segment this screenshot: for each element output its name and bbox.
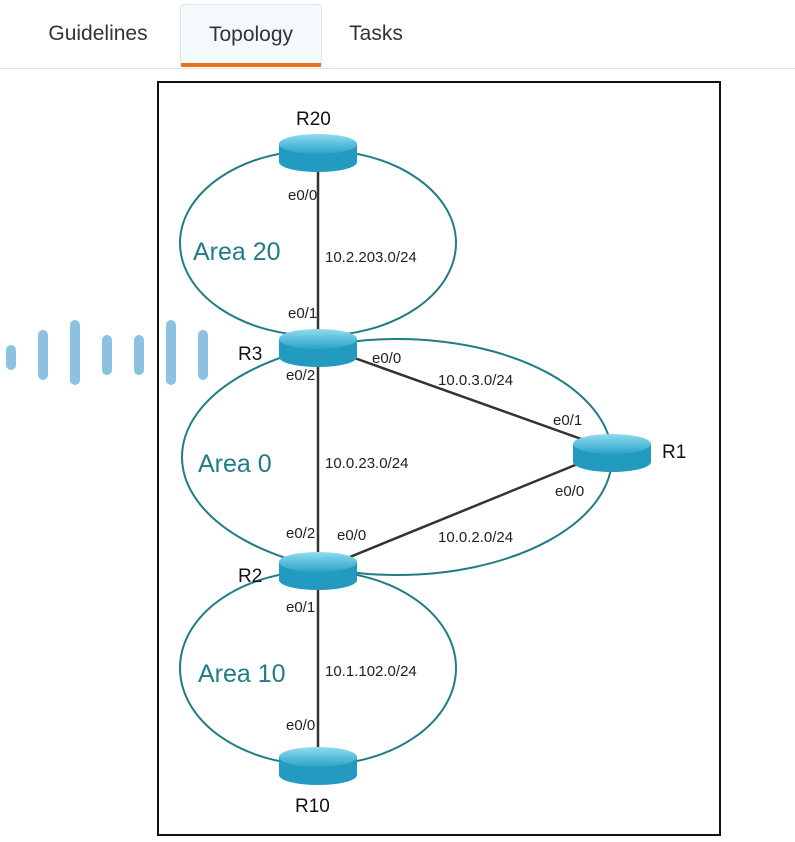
router-r1-label: R1 xyxy=(662,442,686,463)
net-10-0-23: 10.0.23.0/24 xyxy=(325,455,408,472)
r3-e0-2: e0/2 xyxy=(286,367,315,384)
tab-tasks[interactable]: Tasks xyxy=(349,22,403,45)
r20-e0-0: e0/0 xyxy=(288,187,317,204)
r2-e0-1: e0/1 xyxy=(286,599,315,616)
r1-e0-1: e0/1 xyxy=(553,412,582,429)
router-r2-label: R2 xyxy=(238,566,262,587)
router-r3-icon[interactable] xyxy=(279,329,357,367)
net-10-0-2: 10.0.2.0/24 xyxy=(438,529,513,546)
router-r10-label: R10 xyxy=(295,796,330,817)
tab-topology[interactable]: Topology xyxy=(180,4,322,67)
area-0-label: Area 0 xyxy=(198,450,272,478)
tab-guidelines[interactable]: Guidelines xyxy=(48,22,148,45)
net-10-2-203: 10.2.203.0/24 xyxy=(325,249,417,266)
r10-e0-0: e0/0 xyxy=(286,717,315,734)
r2-e0-2: e0/2 xyxy=(286,525,315,542)
area-20-label: Area 20 xyxy=(193,238,281,266)
r3-e0-0: e0/0 xyxy=(372,350,401,367)
r3-e0-1: e0/1 xyxy=(288,305,317,322)
link-r3-r1 xyxy=(317,343,613,452)
diagram-frame xyxy=(157,81,721,836)
router-r20-icon[interactable] xyxy=(279,134,357,172)
net-10-1-102: 10.1.102.0/24 xyxy=(325,663,417,680)
link-r2-r1 xyxy=(317,448,613,572)
r2-e0-0: e0/0 xyxy=(337,527,366,544)
tab-bar: Guidelines Topology Tasks xyxy=(0,0,795,69)
router-r10-icon[interactable] xyxy=(279,747,357,785)
r1-e0-0: e0/0 xyxy=(555,483,584,500)
net-10-0-3: 10.0.3.0/24 xyxy=(438,372,513,389)
router-r2-icon[interactable] xyxy=(279,552,357,590)
cisco-logo-bars xyxy=(6,320,208,385)
router-r1-icon[interactable] xyxy=(573,434,651,472)
cisco-logo-watermark xyxy=(6,320,208,385)
router-r3-label: R3 xyxy=(238,344,262,365)
router-r20-label: R20 xyxy=(296,109,331,130)
area-10-label: Area 10 xyxy=(198,660,286,688)
